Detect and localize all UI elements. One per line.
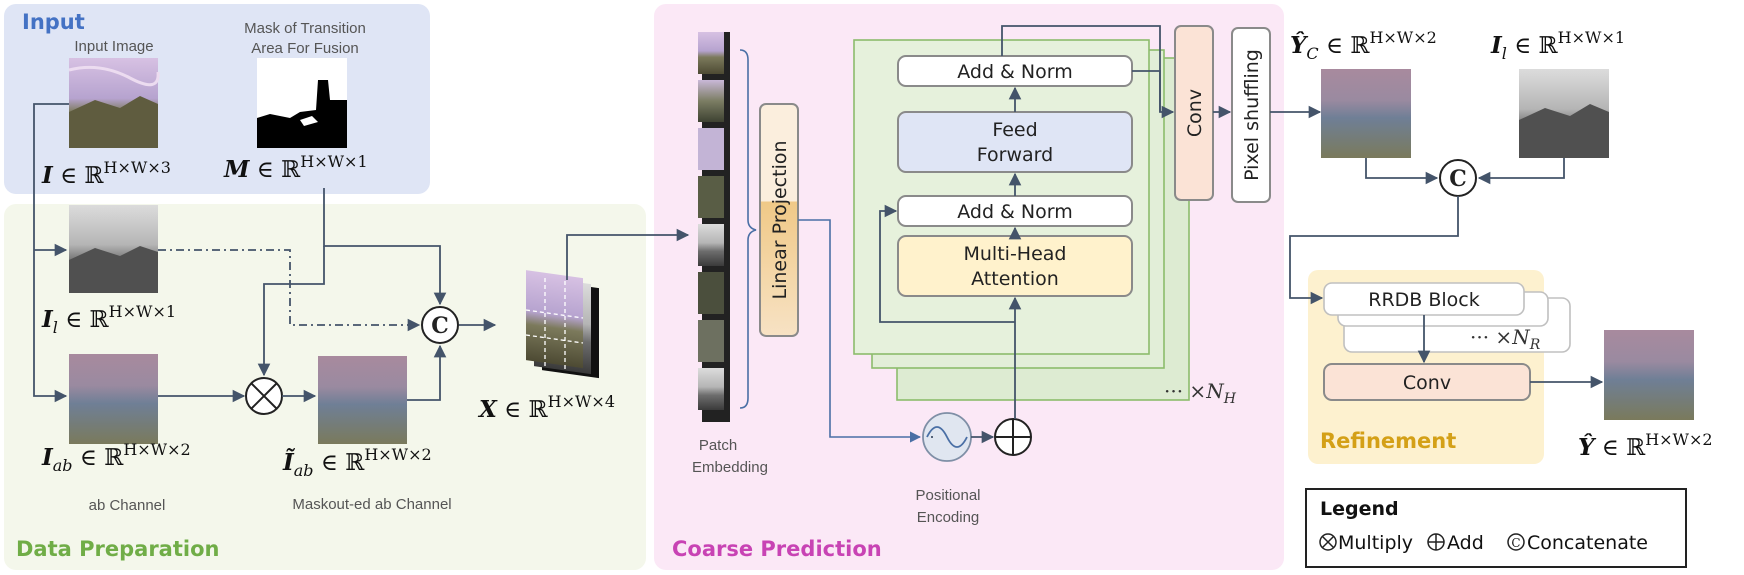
coarse-output-image xyxy=(1321,69,1411,158)
svg-text:ŶC ∈ ℝH×W×2: ŶC ∈ ℝH×W×2 xyxy=(1290,28,1437,63)
legend-title: Legend xyxy=(1320,498,1399,520)
data-prep-connectors xyxy=(33,103,690,403)
svg-text:X ∈ ℝH×W×4: X ∈ ℝH×W×4 xyxy=(477,392,615,423)
math-Il-out: Il ∈ ℝH×W×1 xyxy=(1490,28,1625,63)
legend-add: Add xyxy=(1447,532,1484,554)
svg-text:C: C xyxy=(1511,536,1520,550)
concat-output-operator-icon: C xyxy=(1439,159,1477,197)
legend-concatenate: Concatenate xyxy=(1527,532,1648,554)
math-X: X ∈ ℝH×W×4 xyxy=(477,392,615,423)
math-Yc: ŶC ∈ ℝH×W×2 xyxy=(1290,28,1437,63)
math-Iab: Iab ∈ ℝH×W×2 xyxy=(41,440,191,475)
math-M: M ∈ ℝH×W×1 xyxy=(223,152,368,183)
add-norm-bottom-label: Add & Norm xyxy=(957,201,1073,223)
input-image xyxy=(68,58,160,148)
positional-encoding-line2: Encoding xyxy=(917,509,980,526)
feed-forward-label-1: Feed xyxy=(992,119,1037,141)
conv-coarse-block xyxy=(1174,25,1214,201)
svg-text:Iab ∈ ℝH×W×2: Iab ∈ ℝH×W×2 xyxy=(41,440,191,475)
stacked-input-x xyxy=(525,270,599,379)
linear-projection-label: Linear Projection xyxy=(769,140,791,299)
svg-text:M ∈ ℝH×W×1: M ∈ ℝH×W×1 xyxy=(223,152,368,183)
svg-text:Il ∈ ℝH×W×1: Il ∈ ℝH×W×1 xyxy=(41,302,176,337)
ab-channel-label: ab Channel xyxy=(89,497,166,514)
pixel-shuffling-block xyxy=(1231,27,1271,203)
legend-multiply: Multiply xyxy=(1338,532,1413,554)
patch-brace xyxy=(739,49,757,409)
rrdb-block-label: RRDB Block xyxy=(1368,289,1480,311)
svg-text:I ∈ ℝH×W×3: I ∈ ℝH×W×3 xyxy=(41,158,171,189)
svg-text:C: C xyxy=(1449,166,1467,192)
mask-title-line2: Area For Fusion xyxy=(251,40,359,57)
svg-text:C: C xyxy=(431,313,449,339)
rrdb-repeat: ··· ×NR xyxy=(1470,325,1541,353)
multiply-operator-icon xyxy=(245,377,283,415)
mask-image xyxy=(257,58,347,148)
linear-to-pe-connector xyxy=(798,219,922,443)
ab-channel-image xyxy=(69,354,158,444)
refinement-title: Refinement xyxy=(1320,429,1456,453)
legend-add-icon xyxy=(1427,533,1445,551)
math-Y: Ŷ ∈ ℝH×W×2 xyxy=(1578,430,1713,461)
mask-title-line1: Mask of Transition xyxy=(244,20,366,37)
grayscale-image xyxy=(69,205,158,293)
patch-strips xyxy=(698,32,730,422)
svg-text:Il ∈ ℝH×W×1: Il ∈ ℝH×W×1 xyxy=(1490,28,1625,63)
pixel-shuffling-label: Pixel shuffling xyxy=(1241,49,1263,181)
coarse-connectors xyxy=(879,25,1322,444)
svg-text:Ŷ ∈ ℝH×W×2: Ŷ ∈ ℝH×W×2 xyxy=(1578,430,1713,461)
legend-multiply-icon xyxy=(1319,533,1337,551)
add-norm-top-label: Add & Norm xyxy=(957,61,1073,83)
legend-box xyxy=(1305,488,1687,568)
coarse-prediction-title: Coarse Prediction xyxy=(672,537,882,561)
positional-encoding-icon xyxy=(922,412,972,462)
transformer-repeat: ··· ×NH xyxy=(1164,379,1237,407)
grayscale-output-image xyxy=(1519,69,1609,158)
maskout-ab-image xyxy=(318,356,407,444)
patch-label-line2: Embedding xyxy=(692,459,768,476)
svg-text:··· ×NR: ··· ×NR xyxy=(1470,325,1541,353)
mha-label-2: Attention xyxy=(971,268,1059,290)
feed-forward-label-2: Forward xyxy=(977,144,1053,166)
legend-concat-icon: C xyxy=(1507,533,1525,551)
math-Il-prep: Il ∈ ℝH×W×1 xyxy=(41,302,176,337)
concat-operator-icon: C xyxy=(421,306,459,344)
math-I: I ∈ ℝH×W×3 xyxy=(41,158,171,189)
conv-refine-label: Conv xyxy=(1403,372,1451,394)
maskout-ab-label: Maskout-ed ab Channel xyxy=(292,496,451,513)
input-section-title: Input xyxy=(22,10,85,34)
add-operator-icon xyxy=(994,418,1032,456)
conv-coarse-label: Conv xyxy=(1184,89,1206,137)
input-image-label: Input Image xyxy=(74,38,153,55)
patch-label-line1: Patch xyxy=(699,437,737,454)
svg-text:Ĩab ∈ ℝH×W×2: Ĩab ∈ ℝH×W×2 xyxy=(282,445,432,480)
output-connectors xyxy=(1289,158,1604,389)
mha-label-1: Multi-Head xyxy=(964,243,1067,265)
data-preparation-title: Data Preparation xyxy=(16,537,219,561)
positional-encoding-line1: Positional xyxy=(915,487,980,504)
svg-text:··· ×NH: ··· ×NH xyxy=(1164,379,1237,407)
math-Iab-tilde: Ĩab ∈ ℝH×W×2 xyxy=(282,445,432,480)
final-output-image xyxy=(1604,330,1694,420)
